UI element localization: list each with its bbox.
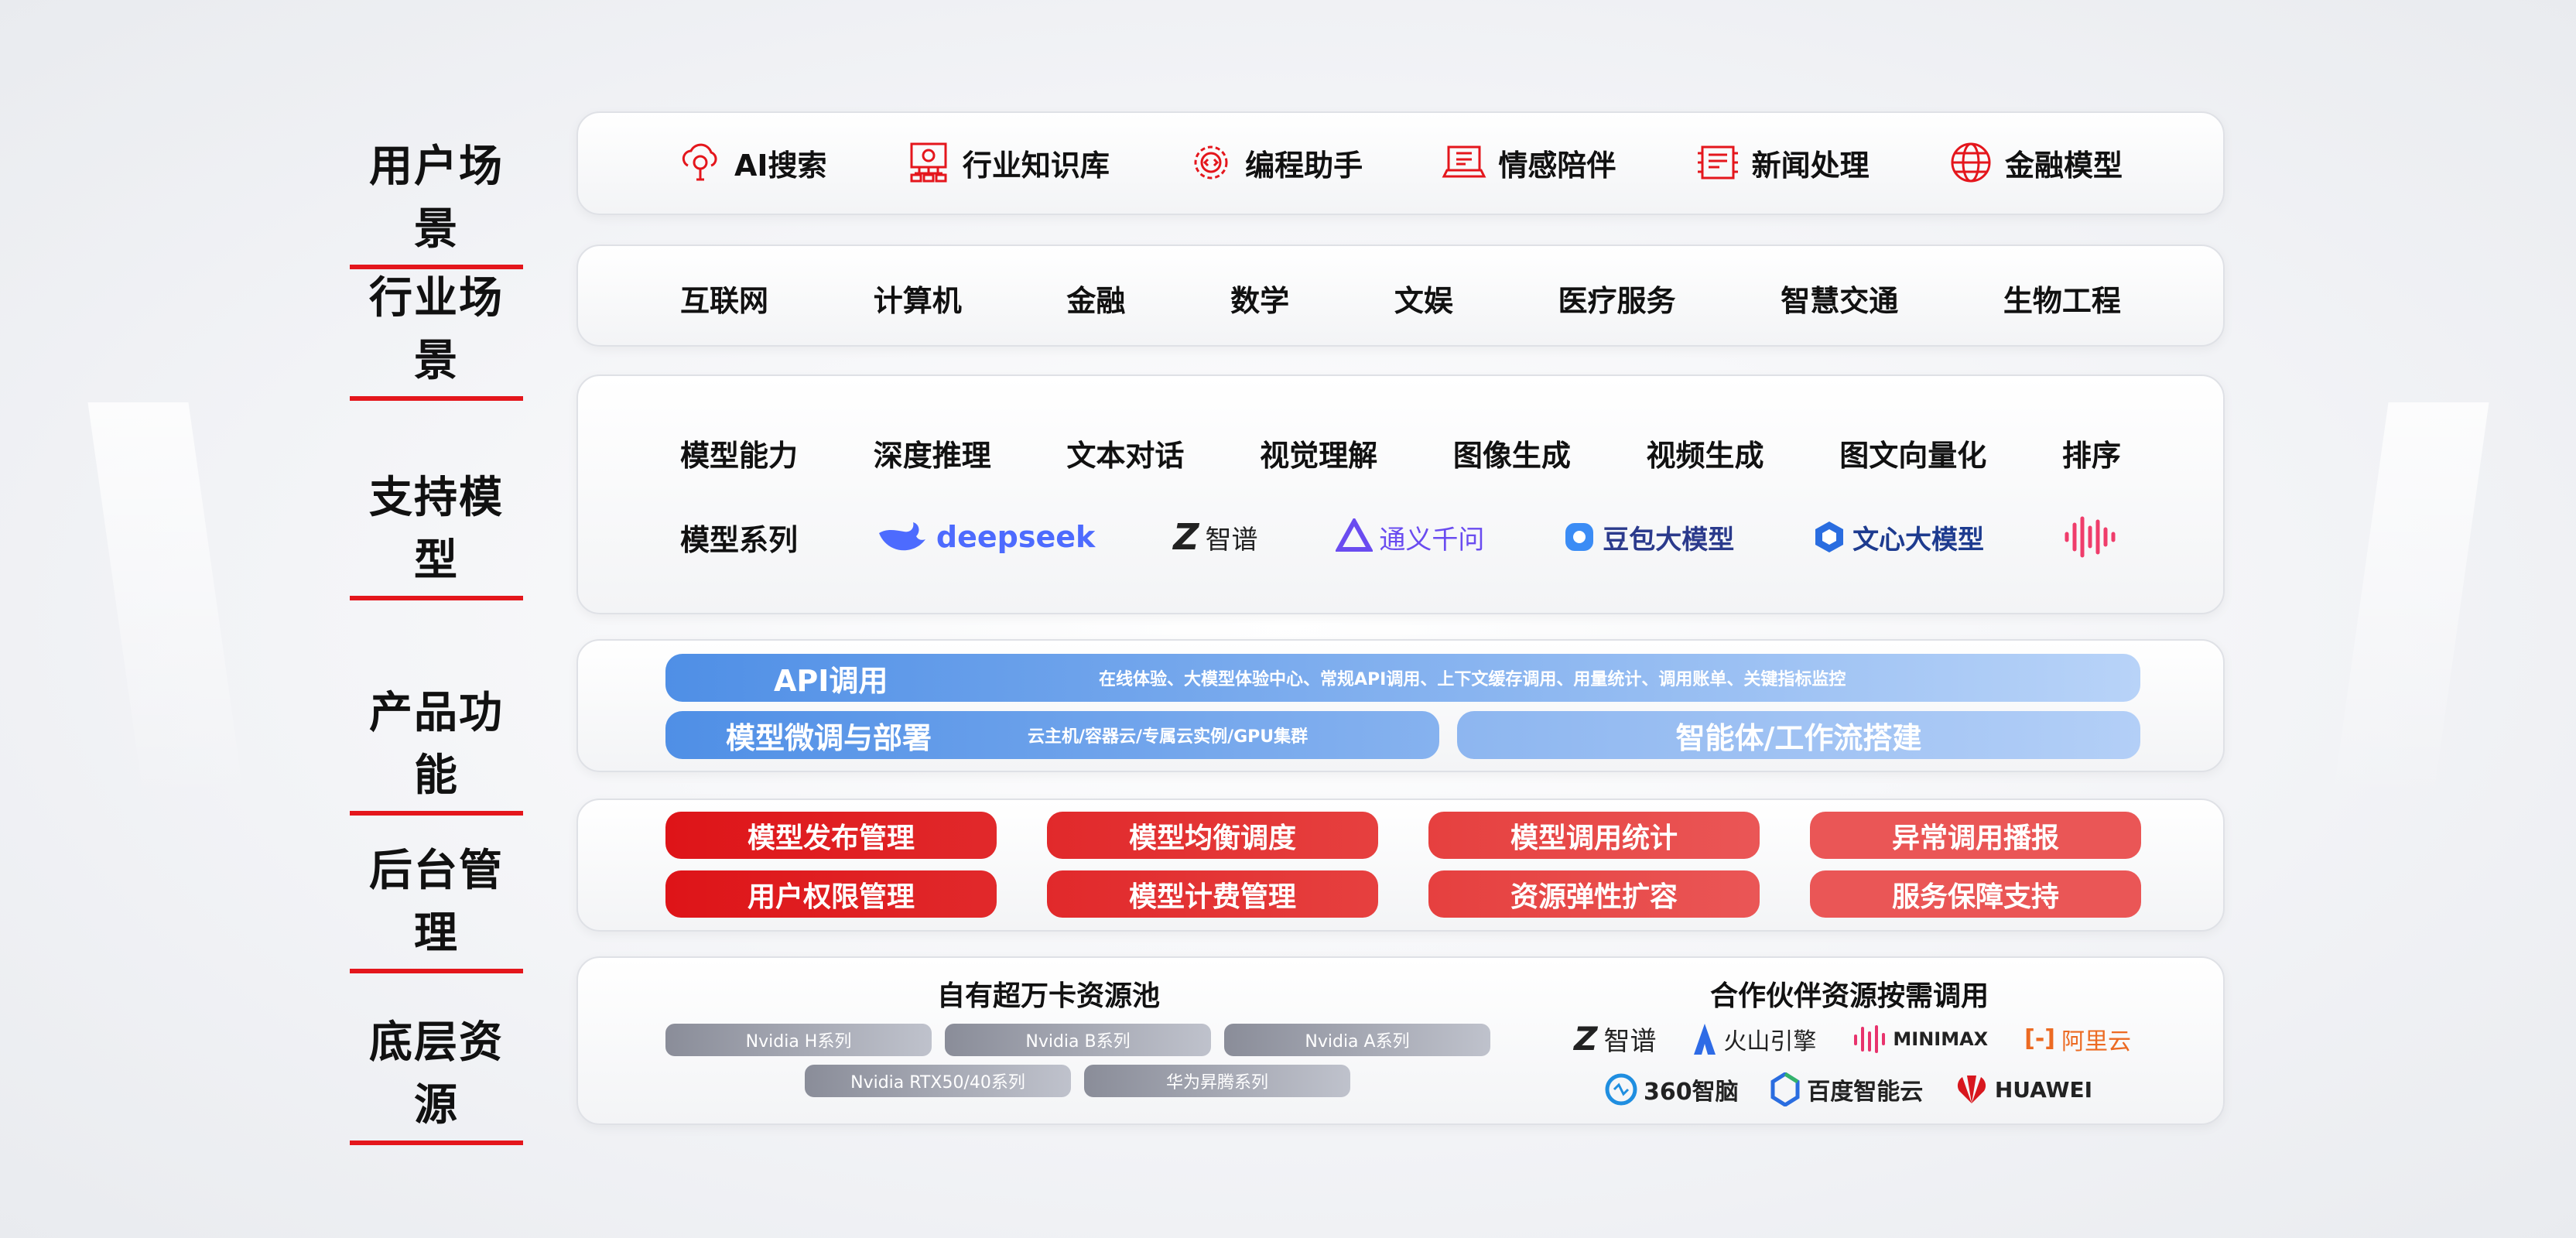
partner-huawei: HUAWEI <box>1955 1072 2092 1106</box>
code-gear-icon <box>1194 145 1228 180</box>
partner-minimax: MINIMAX <box>1852 1020 1988 1058</box>
knowledge-base-icon <box>910 142 947 183</box>
model-capability-item[interactable]: 视频生成 <box>1646 439 1764 473</box>
gpu-series-pill: 华为昇腾系列 <box>1084 1065 1350 1097</box>
industry-panel: 互联网 计算机 金融 数学 文娱 医疗服务 智慧交通 生物工程 <box>576 245 2225 347</box>
scenario-coding[interactable]: 编程助手 <box>1188 139 1363 186</box>
backend-button[interactable]: 模型调用统计 <box>1428 812 1760 859</box>
industry-item[interactable]: 医疗服务 <box>1558 284 1676 318</box>
scenario-label: 金融模型 <box>2004 148 2123 183</box>
finetune-title: 模型微调与部署 <box>726 720 932 755</box>
model-capability-item[interactable]: 图像生成 <box>1452 439 1571 473</box>
backend-button[interactable]: 用户权限管理 <box>665 870 997 918</box>
partner-aliyun: [-]阿里云 <box>2024 1025 2131 1055</box>
globe-finance-icon <box>1951 142 1991 183</box>
backend-button[interactable]: 资源弹性扩容 <box>1428 870 1760 918</box>
section-label-industry: 行业场景 <box>350 263 523 401</box>
own-pool-title: 自有超万卡资源池 <box>936 980 1160 1012</box>
logo-tongyi: 通义千问 <box>1336 518 1484 556</box>
partner-logos-row-2: 360智脑 百度智能云 HUAWEI <box>1605 1072 2092 1106</box>
models-panel: 模型能力 深度推理 文本对话 视觉理解 图像生成 视频生成 图文向量化 排序 模型系列 dee… <box>576 374 2225 614</box>
360-icon <box>1605 1073 1637 1106</box>
doubao-icon <box>1565 523 1594 551</box>
logo-doubao: 豆包大模型 <box>1562 518 1734 556</box>
backend-button[interactable]: 服务保障支持 <box>1810 870 2141 918</box>
section-label-models: 支持模型 <box>350 463 523 600</box>
model-series-title: 模型系列 <box>680 522 799 557</box>
section-label-user: 用户场景 <box>350 132 523 269</box>
huawei-icon <box>1957 1076 1986 1103</box>
gpu-series-pill: Nvidia H系列 <box>665 1024 932 1056</box>
search-cloud-icon <box>682 143 717 181</box>
finetune-deploy-bar[interactable]: 模型微调与部署 云主机/容器云/专属云实例/GPU集群 <box>665 711 1439 759</box>
scenario-label: 编程助手 <box>1245 148 1363 183</box>
tongyi-icon <box>1336 518 1374 552</box>
logo-deepseek: deepseek <box>876 518 1095 556</box>
minimax-icon <box>1854 1024 1886 1053</box>
api-call-bar[interactable]: API调用 在线体验、大模型体验中心、常规API调用、上下文缓存调用、用量统计、… <box>665 654 2140 702</box>
volcano-icon <box>1694 1023 1716 1055</box>
scenario-label: 新闻处理 <box>1751 148 1870 183</box>
gpu-series-pill: Nvidia A系列 <box>1224 1024 1490 1056</box>
agent-workflow-bar[interactable]: 智能体/工作流搭建 <box>1457 711 2140 759</box>
api-desc: 在线体验、大模型体验中心、常规API调用、上下文缓存调用、用量统计、调用账单、关… <box>1099 670 1846 689</box>
logo-wenxin: 文心大模型 <box>1812 518 1984 556</box>
industry-item[interactable]: 互联网 <box>680 284 769 318</box>
scenario-companion[interactable]: 情感陪伴 <box>1441 139 1616 186</box>
model-capability-item[interactable]: 文本对话 <box>1066 439 1185 473</box>
partner-title: 合作伙伴资源按需调用 <box>1709 980 1989 1012</box>
whale-icon <box>878 522 925 551</box>
scenario-knowledge-base[interactable]: 行业知识库 <box>905 139 1110 186</box>
model-capability-item[interactable]: 图文向量化 <box>1839 439 1987 473</box>
api-title: API调用 <box>774 663 888 698</box>
industry-item[interactable]: 生物工程 <box>2003 284 2121 318</box>
section-label-product: 产品功能 <box>350 678 523 816</box>
gpu-series-pill: Nvidia B系列 <box>945 1024 1211 1056</box>
model-capability-item[interactable]: 视觉理解 <box>1260 439 1378 473</box>
industry-item[interactable]: 智慧交通 <box>1781 284 1899 318</box>
scenario-label: 情感陪伴 <box>1498 148 1616 183</box>
partner-360: 360智脑 <box>1605 1072 1739 1106</box>
partner-baidu-cloud: 百度智能云 <box>1770 1072 1923 1106</box>
backend-button[interactable]: 异常调用播报 <box>1810 812 2141 859</box>
industry-item[interactable]: 计算机 <box>873 284 962 318</box>
backend-button[interactable]: 模型计费管理 <box>1047 870 1378 918</box>
section-label-backend: 后台管理 <box>350 836 523 973</box>
model-capability-title: 模型能力 <box>680 439 799 473</box>
user-scenarios-panel: AI搜索 行业知识库 编程助手 情感陪伴 新闻处理 金融模型 <box>576 111 2225 215</box>
sound-wave-logo-icon <box>2065 516 2116 558</box>
baidu-cloud-icon <box>1770 1072 1800 1106</box>
section-label-resources: 底层资源 <box>350 1007 523 1145</box>
industry-item[interactable]: 金融 <box>1066 284 1126 318</box>
model-capability-item[interactable]: 深度推理 <box>873 439 991 473</box>
companion-laptop-icon <box>1442 145 1486 178</box>
model-capability-item[interactable]: 排序 <box>2061 439 2121 473</box>
wenxin-icon <box>1815 522 1844 552</box>
scenario-finance[interactable]: 金融模型 <box>1948 139 2123 186</box>
scenario-ai-search[interactable]: AI搜索 <box>677 139 827 186</box>
finetune-desc: 云主机/容器云/专属云实例/GPU集群 <box>1028 727 1309 747</box>
scenario-news[interactable]: 新闻处理 <box>1695 139 1870 186</box>
industry-item[interactable]: 数学 <box>1230 284 1290 318</box>
scenario-label: AI搜索 <box>734 148 827 183</box>
gpu-series-pill: Nvidia RTX50/40系列 <box>805 1065 1071 1097</box>
partner-volcengine: 火山引擎 <box>1692 1020 1816 1058</box>
backend-button[interactable]: 模型均衡调度 <box>1047 812 1378 859</box>
industry-item[interactable]: 文娱 <box>1394 284 1453 318</box>
news-chip-icon <box>1697 145 1738 180</box>
scenario-label: 行业知识库 <box>962 148 1110 183</box>
backend-button[interactable]: 模型发布管理 <box>665 812 997 859</box>
